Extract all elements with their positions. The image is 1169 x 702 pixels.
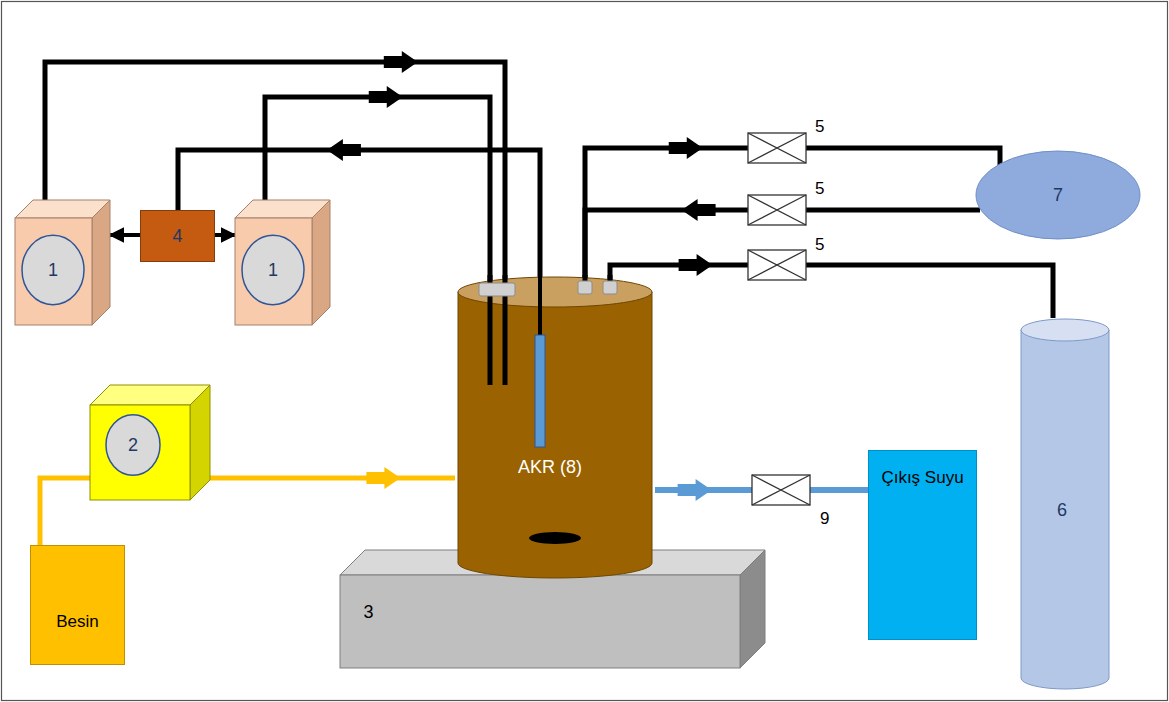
valve-symbol <box>748 250 806 280</box>
gas-bag: 7 <box>975 150 1141 240</box>
valve-symbol <box>748 133 806 163</box>
reactor-shape <box>455 275 655 580</box>
pipe-connector <box>40 478 90 545</box>
pump-shape <box>235 200 330 325</box>
callout-number: 5 <box>815 118 824 137</box>
node-label: AKR (8) <box>518 457 582 478</box>
flow-arrow <box>679 254 713 276</box>
node-label: 6 <box>1057 500 1067 521</box>
effluent-tank: Çıkış Suyu <box>868 450 977 640</box>
controller-box: 4 <box>140 210 215 262</box>
gas-column: 6 <box>1020 318 1110 690</box>
feed-tank: Besin <box>30 545 125 665</box>
valve-symbol <box>748 195 806 225</box>
node-label: Besin <box>56 612 99 632</box>
flow-arrow <box>678 479 712 501</box>
pipe-connector <box>610 265 1053 318</box>
flow-arrow <box>384 51 418 73</box>
node-label: 2 <box>128 435 138 456</box>
pipe-connector <box>210 476 455 481</box>
flow-arrow <box>369 86 403 108</box>
node-label: 3 <box>363 602 373 623</box>
callout-number: 5 <box>815 236 824 255</box>
node-label: 1 <box>48 260 58 281</box>
pump-shape <box>15 200 110 325</box>
pump: 1 <box>235 200 330 325</box>
node-label: 7 <box>1053 185 1063 206</box>
pipe-connector <box>110 233 140 237</box>
flow-arrow <box>682 199 716 221</box>
valve-symbol <box>752 475 810 505</box>
feed-pump: 2 <box>90 385 210 500</box>
reactor: AKR (8) <box>455 275 655 580</box>
node-label: 1 <box>268 260 278 281</box>
pipe-connector <box>178 150 540 292</box>
pump: 1 <box>15 200 110 325</box>
callout-number: 9 <box>820 510 829 529</box>
flow-arrow <box>669 137 703 159</box>
pump-shape <box>90 385 210 500</box>
flow-arrow <box>366 467 400 489</box>
pipe-connector <box>215 233 235 237</box>
node-label: 4 <box>172 226 182 247</box>
node-label: Çıkış Suyu <box>881 468 963 488</box>
callout-number: 5 <box>815 180 824 199</box>
flow-arrow <box>327 139 361 161</box>
